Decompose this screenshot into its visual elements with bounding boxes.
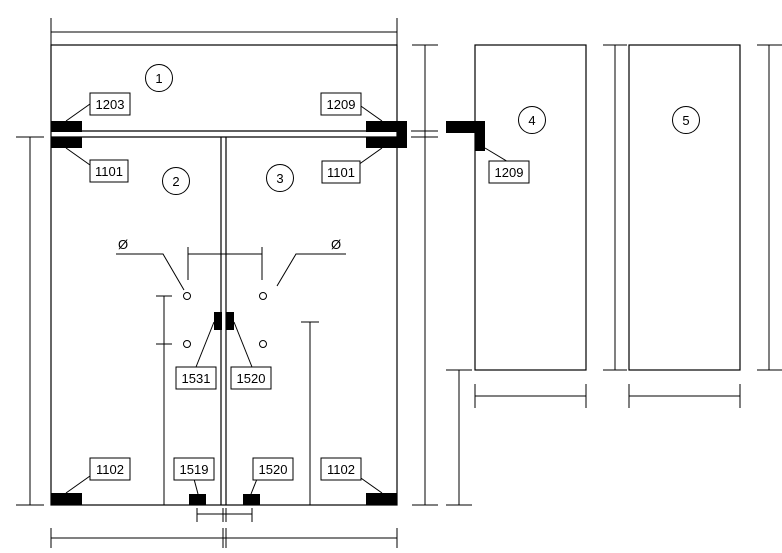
label-1209: 1209 (327, 97, 356, 112)
label-box-1209 (320, 92, 362, 116)
panel-4 (474, 44, 587, 371)
leader-1102-left (65, 475, 91, 494)
diameter-leader-right (276, 253, 346, 287)
panel-2-circle (162, 167, 190, 195)
label-1519: 1519 (180, 462, 209, 477)
panel-3-circle (266, 164, 294, 192)
patch-1101-left (51, 137, 82, 148)
panel-5 (628, 44, 741, 371)
panel-4-circle (518, 106, 546, 134)
leader-1531 (195, 321, 215, 368)
panel-5-number: 5 (682, 113, 689, 128)
patch-1203 (51, 121, 82, 132)
patch-1209-panel4-leg (475, 121, 485, 151)
label-box-1519 (173, 457, 215, 481)
leader-1520 (233, 321, 253, 368)
label-box-1101-right (321, 160, 361, 184)
label-1520: 1520 (237, 371, 266, 386)
leader-1101-right (357, 147, 383, 166)
label-box-1203 (89, 92, 131, 116)
label-1209-side: 1209 (495, 165, 524, 180)
floor-1519 (189, 494, 206, 505)
label-box-1209-side (488, 160, 530, 184)
panel-4-number: 4 (528, 113, 535, 128)
leader-lines (65, 103, 511, 495)
hole-right-lower (259, 340, 267, 348)
label-1102-right: 1102 (327, 462, 355, 477)
panel-2-number: 2 (172, 174, 179, 189)
hole-right-upper (259, 292, 267, 300)
diameter-symbol-right: Ø (331, 237, 341, 252)
panel-number-circles: 1 2 3 4 5 (145, 64, 700, 195)
main-frame-outline (50, 44, 398, 506)
leader-1102-right (357, 475, 383, 494)
panel-1-number: 1 (155, 71, 162, 86)
label-box-1102-left (89, 457, 131, 481)
label-1531: 1531 (182, 371, 211, 386)
label-1203: 1203 (96, 97, 125, 112)
lock-1531 (214, 312, 222, 330)
panel-3-number: 3 (276, 171, 283, 186)
panel-5-circle (672, 106, 700, 134)
leader-1101-left (65, 147, 91, 166)
pivot-1102-right (366, 493, 397, 505)
patch-1101-right (366, 137, 397, 148)
pivot-1102-left (51, 493, 82, 505)
floor-1520 (243, 494, 260, 505)
label-box-1102-right (320, 457, 362, 481)
label-1102-left: 1102 (96, 462, 124, 477)
leader-1520-bottom (250, 478, 258, 495)
diameter-symbol-left: Ø (118, 237, 128, 252)
leader-1209 (357, 103, 383, 122)
handles: Ø Ø (116, 237, 346, 505)
hardware-blocks (51, 121, 485, 505)
leader-1203 (65, 103, 91, 122)
label-box-1531 (175, 366, 217, 390)
label-box-1520-bottom (252, 457, 294, 481)
label-1101-left: 1101 (95, 164, 123, 179)
diameter-leader-left (116, 253, 185, 291)
label-1520-bottom: 1520 (259, 462, 288, 477)
dimension-lines (16, 18, 782, 548)
label-1101-right: 1101 (327, 165, 355, 180)
patch-1209-side (397, 121, 407, 148)
panel-1-circle (145, 64, 173, 92)
hole-left-upper (183, 292, 191, 300)
label-box-1520 (230, 366, 272, 390)
part-labels: 1203 1209 1101 1101 1209 1531 1520 1102 … (89, 92, 530, 481)
label-box-1101-left (89, 159, 129, 183)
strike-1520 (226, 312, 234, 330)
leader-1519 (193, 478, 199, 495)
patch-1209 (366, 121, 397, 132)
hole-left-lower (183, 340, 191, 348)
